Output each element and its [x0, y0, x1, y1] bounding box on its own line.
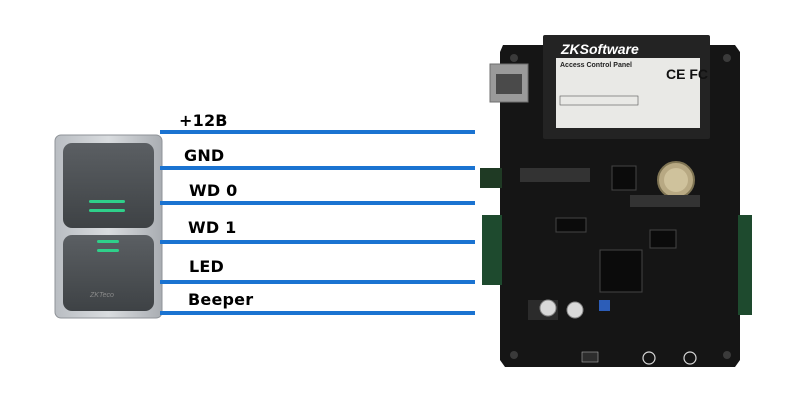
ic-chip — [611, 165, 637, 191]
capacitor — [539, 299, 557, 317]
wire-label: WD 0 — [189, 181, 238, 200]
terminal-block-left — [480, 168, 502, 188]
mounting-hole — [723, 54, 731, 62]
wire-label: LED — [189, 257, 225, 276]
reader-brand-label: ZKTeco — [90, 292, 114, 299]
ic-chip — [649, 229, 677, 249]
mounting-hole — [510, 54, 518, 62]
panel-label-sticker-face — [556, 58, 700, 128]
reader-led — [97, 249, 119, 252]
reader-led — [89, 200, 125, 203]
panel-cert-marks: CE FC — [666, 66, 708, 82]
wire-label: Beeper — [188, 290, 254, 309]
ethernet-port-opening — [496, 74, 522, 94]
coin-battery-top — [664, 168, 688, 192]
panel-product-label: Access Control Panel — [560, 62, 632, 69]
connector-header — [630, 195, 700, 207]
ic-chip — [555, 217, 587, 233]
wire-label: GND — [184, 146, 225, 165]
dc-jack — [581, 351, 599, 363]
wire-12v — [160, 130, 475, 134]
wire-gnd — [160, 166, 475, 170]
reader-led — [89, 209, 125, 212]
reader-face-top — [63, 143, 154, 228]
wire-beeper — [160, 311, 475, 315]
main-chip — [599, 249, 643, 293]
connector-header — [520, 168, 590, 182]
terminal-block-right — [738, 215, 752, 315]
mounting-hole — [723, 351, 731, 359]
reader-led — [97, 240, 119, 243]
wire-led — [160, 280, 475, 284]
capacitor — [566, 301, 584, 319]
warning-symbol — [683, 351, 697, 365]
wire-wd1 — [160, 240, 475, 244]
terminal-block-left — [482, 215, 502, 285]
panel-brand-logo: ZKSoftware — [561, 41, 639, 57]
blue-potentiometer — [599, 300, 610, 311]
ground-symbol — [642, 351, 656, 365]
reader-face-bottom — [63, 235, 154, 311]
mounting-hole — [510, 351, 518, 359]
panel-label-barcode — [559, 95, 639, 106]
wire-wd0 — [160, 201, 475, 205]
wire-label: +12B — [179, 111, 228, 130]
wire-label: WD 1 — [188, 218, 237, 237]
